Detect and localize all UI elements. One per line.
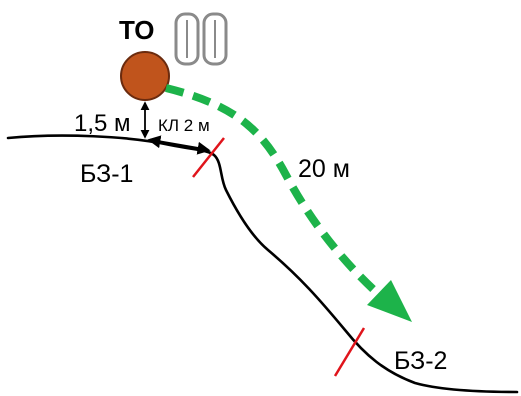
safety-zone-1-label: БЗ-1 bbox=[80, 160, 133, 188]
sling-length-label: КЛ 2 м bbox=[158, 116, 210, 135]
safety-zone-2-boundary bbox=[333, 327, 366, 377]
height-label: 1,5 м bbox=[74, 110, 131, 137]
sling-length-arrow bbox=[147, 135, 211, 155]
safety-zone-1-boundary bbox=[192, 137, 225, 178]
carabiner-icon bbox=[174, 12, 200, 66]
movement-arrow-head bbox=[367, 280, 412, 322]
anchor-point-circle bbox=[120, 51, 170, 101]
safety-zone-2-label: БЗ-2 bbox=[394, 347, 447, 375]
anchor-point-label: ТО bbox=[119, 15, 154, 45]
movement-path-arrow bbox=[165, 84, 377, 293]
carabiner-icon bbox=[202, 12, 228, 66]
distance-label: 20 м bbox=[298, 155, 350, 183]
